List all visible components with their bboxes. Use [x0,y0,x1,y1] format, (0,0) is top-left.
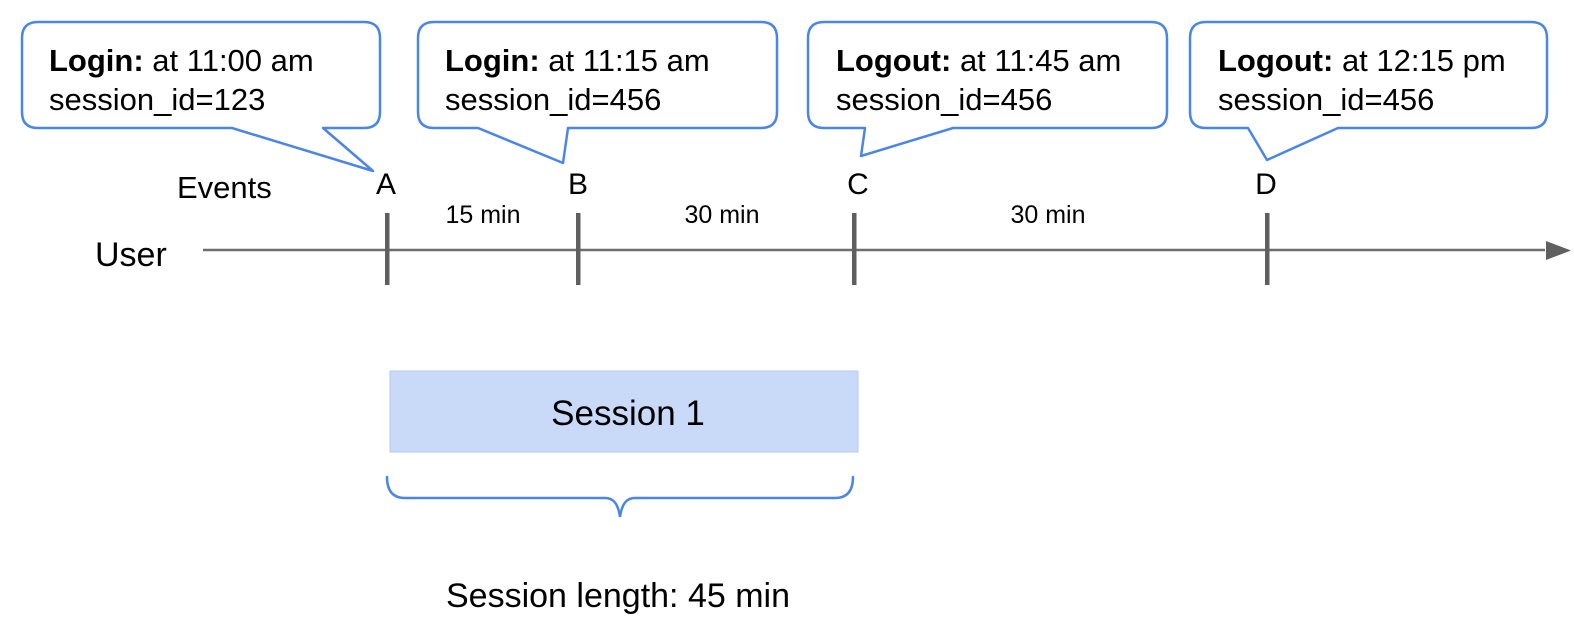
event-time-label: at 12:15 pm [1333,43,1506,78]
event-time-label: at 11:45 am [951,43,1122,78]
event-type-label: Login: [49,43,144,78]
event-time-label: at 11:00 am [143,43,314,78]
speech-bubble-c-shape [806,20,1169,158]
event-tick-c [852,213,857,285]
bubble-a-line1: Login: at 11:00 am [49,41,314,80]
interval-label-b-c: 30 min [684,201,760,229]
bubble-b-line1: Login: at 11:15 am [445,41,710,80]
interval-label-a-b: 15 min [445,201,521,229]
session-box [389,370,859,453]
session-box-label: Session 1 [551,394,705,433]
event-tick-d [1265,213,1270,285]
speech-bubble-b-text: Login: at 11:15 am session_id=456 [445,41,710,119]
bubble-d-line1: Logout: at 12:15 pm [1218,41,1506,80]
speech-bubble-a-text: Login: at 11:00 am session_id=123 [49,41,314,119]
bubble-c-line1: Logout: at 11:45 am [836,41,1121,80]
speech-bubble-d-shape [1188,20,1549,162]
events-row-label: Events [177,170,272,205]
speech-bubble-c-text: Logout: at 11:45 am session_id=456 [836,41,1121,119]
event-type-label: Logout: [1218,43,1334,78]
session-brace [385,475,855,518]
session-id-label: session_id=456 [836,82,1053,117]
event-time-label: at 11:15 am [539,43,710,78]
session-id-label: session_id=456 [445,82,662,117]
interval-label-c-d: 30 min [1010,201,1086,229]
event-tick-a [385,213,390,285]
tick-label-d: D [1255,168,1277,201]
user-row-label: User [95,236,167,274]
tick-label-b: B [567,168,589,201]
speech-bubble-a-shape [20,20,382,173]
speech-bubble-d-text: Logout: at 12:15 pm session_id=456 [1218,41,1506,119]
event-type-label: Logout: [836,43,952,78]
event-type-label: Login: [445,43,540,78]
session-length-label: Session length: 45 min [446,577,790,615]
tick-label-a: A [375,168,397,201]
timeline-arrowhead-icon [1546,241,1571,260]
session-id-label: session_id=123 [49,82,266,117]
speech-bubble-b-shape [416,20,779,165]
session-id-label: session_id=456 [1218,82,1435,117]
event-tick-b [576,213,581,285]
tick-label-c: C [847,168,869,201]
